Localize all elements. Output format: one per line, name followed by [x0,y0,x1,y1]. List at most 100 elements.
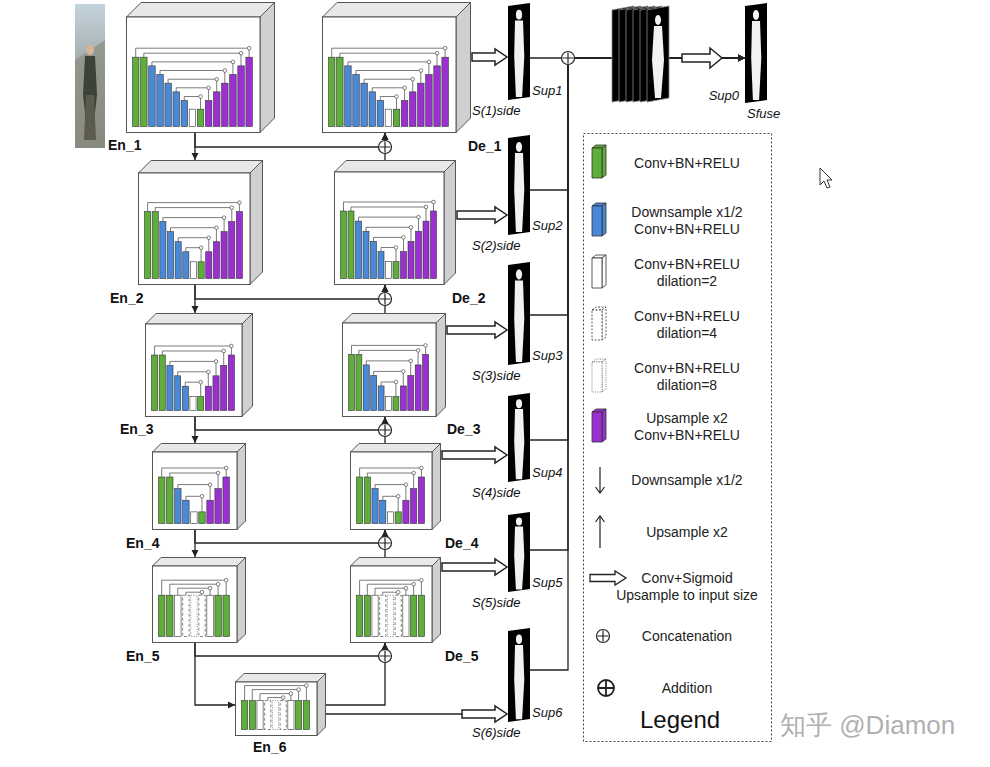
layer-bar [173,92,179,127]
rsu-block: En_4 [152,443,246,530]
add-dot [409,359,413,363]
layer-bar [357,595,363,636]
layer-bar [380,595,386,636]
cube-drawing [334,160,456,285]
cube-front [146,324,243,417]
connector [195,530,389,543]
layer-bar [199,512,205,524]
layer-bar [152,355,158,411]
cube-top [335,161,456,173]
add-dot [394,380,398,384]
skip-line [185,382,200,396]
cube-top [351,444,441,453]
add-dot [404,586,408,590]
add-dot [424,344,428,348]
cube-drawing [126,2,275,133]
layer-bar [152,212,158,279]
saliency-map: S(5)sideSup5 [508,512,530,592]
cube-top [323,3,471,18]
skip-line [381,248,396,262]
layer-bar [393,396,399,410]
cube-top [236,674,326,683]
layer-bar [207,500,213,523]
layer-bar [157,75,163,127]
layer-bar [356,354,362,410]
skip-line [162,468,227,477]
cube-drawing [322,2,471,133]
block-label: De_3 [447,421,480,437]
arrow-head [738,55,745,62]
layer-bar [167,365,173,410]
cube-drawing [350,557,441,643]
block-label: De_5 [445,648,478,664]
skip-line [332,48,445,57]
legend-swatch [586,203,626,239]
skip-line [374,237,404,251]
cube-side [317,674,326,736]
add-dot [239,51,243,55]
cube-drawing [145,313,253,417]
add-dot [247,46,251,50]
output-label: Sup5 [532,576,562,591]
add-dot [403,86,407,90]
add-dot [200,494,204,498]
legend-concat-plus [598,631,609,642]
layer-bar [418,83,424,126]
layer-bar [221,232,227,279]
arrow-head [738,55,745,62]
skip-line [171,228,217,242]
layer-bar [159,595,165,636]
rsu-block: En_2 [138,160,263,285]
mask-silhouette [516,10,522,20]
legend-text: Upsample x2 [612,524,762,541]
legend-title: Legend [640,706,720,734]
skip-line [359,217,419,231]
add-dot [396,494,400,498]
mask-silhouette [753,10,759,20]
layer-bar [401,101,407,127]
block-label: En_6 [253,739,286,755]
layer-bar [380,500,386,523]
layer-bar [401,252,407,279]
layer-bar [141,57,147,126]
connector-line [326,713,462,714]
stack-silhouette [652,26,664,98]
layer-bar [207,595,213,636]
layer-bar [182,386,188,410]
skip-line [178,485,210,501]
legend-text: Conv+BN+RELU [612,155,762,172]
add-dot [216,471,220,475]
cube-top [146,314,253,325]
input-photo [75,4,105,148]
layer-bar [369,92,375,127]
mask-silhouette [516,269,522,279]
add-dot [297,688,301,692]
cube-front [343,323,437,417]
skip-line [268,698,283,701]
legend-text: Conv+BN+RELU dilation=2 [612,256,762,290]
mask-drawing [508,393,530,482]
watermark: 知乎 @Diamon [780,708,955,743]
skip-line [178,238,209,252]
stack-silhouette [655,15,661,25]
layer-bar [183,252,189,279]
swatch-front [592,148,602,178]
cube-top [153,444,246,453]
concat-circle [379,424,392,437]
layer-bar [198,262,204,279]
saliency-map: S(1)sideSup1 [508,3,530,100]
mask-image [508,135,530,235]
mask-drawing [508,135,530,235]
layer-bar [167,595,173,636]
connector-line [195,285,385,299]
connector [457,207,507,223]
mask-image [745,3,767,103]
swatch-front [592,206,602,236]
concat-circle [379,293,392,306]
skip-line [178,588,210,595]
legend-arrow-line [599,516,600,548]
arrow-head [738,55,745,62]
rsu-block: De_2 [334,160,456,285]
legend-add [598,680,614,696]
photo-legs [84,95,96,140]
